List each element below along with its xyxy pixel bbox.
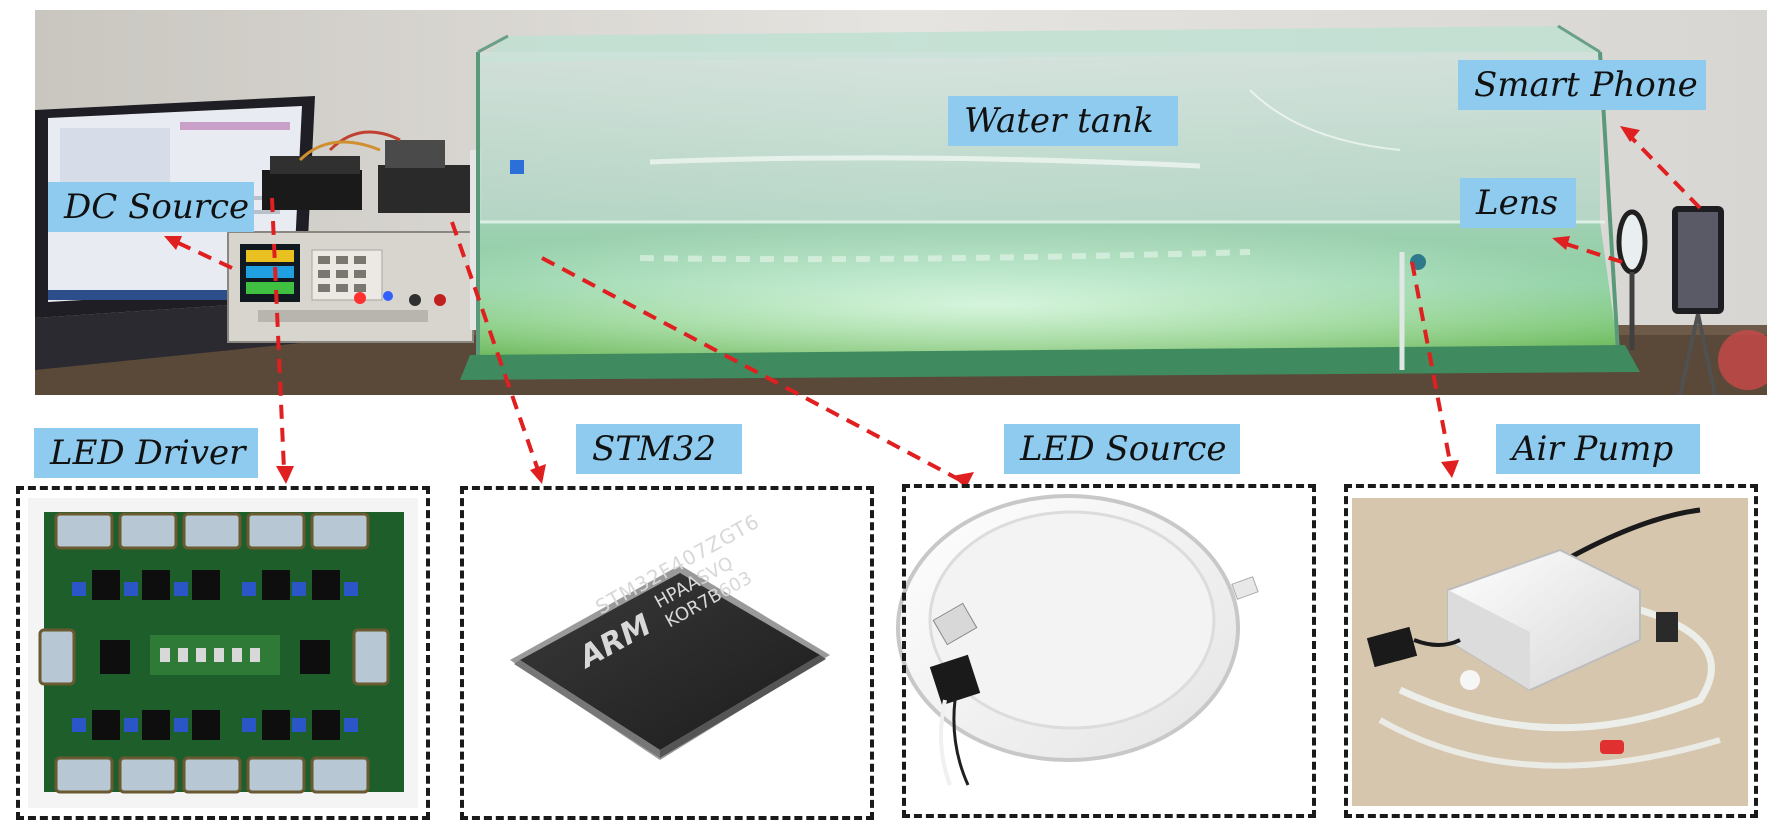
- label-water-tank: Water tank: [948, 96, 1178, 146]
- arrow-lens: [1559, 240, 1623, 264]
- air-pump-frame: [1344, 484, 1758, 818]
- stm32-chip-photo: [510, 565, 830, 760]
- led-driver-photo: [28, 498, 418, 808]
- label-smart-phone: Smart Phone: [1458, 60, 1706, 110]
- air-pump-photo: [1352, 498, 1748, 806]
- led-panel-lamp-photo: [896, 494, 1259, 786]
- stm32-frame: [460, 486, 874, 820]
- arrowhead-stm32: [530, 464, 546, 484]
- laptop: [35, 96, 330, 370]
- led-source-frame: [902, 484, 1316, 818]
- arrow-stm32: [450, 221, 540, 471]
- arrow-dc-source: [171, 238, 233, 270]
- arrow-heads: [164, 126, 1640, 488]
- arrowhead-air-pump: [1441, 460, 1459, 478]
- label-air-pump: Air Pump: [1496, 424, 1700, 474]
- arrowhead-led-driver: [276, 466, 294, 484]
- arrowhead-led-source: [952, 472, 974, 488]
- arrowhead-dc-source: [164, 236, 182, 250]
- led-driver-frame: [16, 486, 430, 820]
- connector-arrows: [171, 132, 1702, 482]
- arrow-led-source: [541, 256, 961, 482]
- label-led-driver: LED Driver: [34, 428, 258, 478]
- label-stm32: STM32: [576, 424, 742, 474]
- arrow-air-pump: [1410, 261, 1452, 463]
- label-lens: Lens: [1460, 178, 1576, 228]
- label-dc-source: DC Source: [48, 182, 254, 232]
- label-led-source: LED Source: [1004, 424, 1240, 474]
- lens-and-phone-photo: [1616, 206, 1767, 395]
- arrow-smart-phone: [1626, 132, 1702, 210]
- arrowhead-lens: [1552, 236, 1570, 250]
- dc-power-supply: [227, 231, 474, 343]
- arrowhead-smart-phone: [1620, 126, 1640, 142]
